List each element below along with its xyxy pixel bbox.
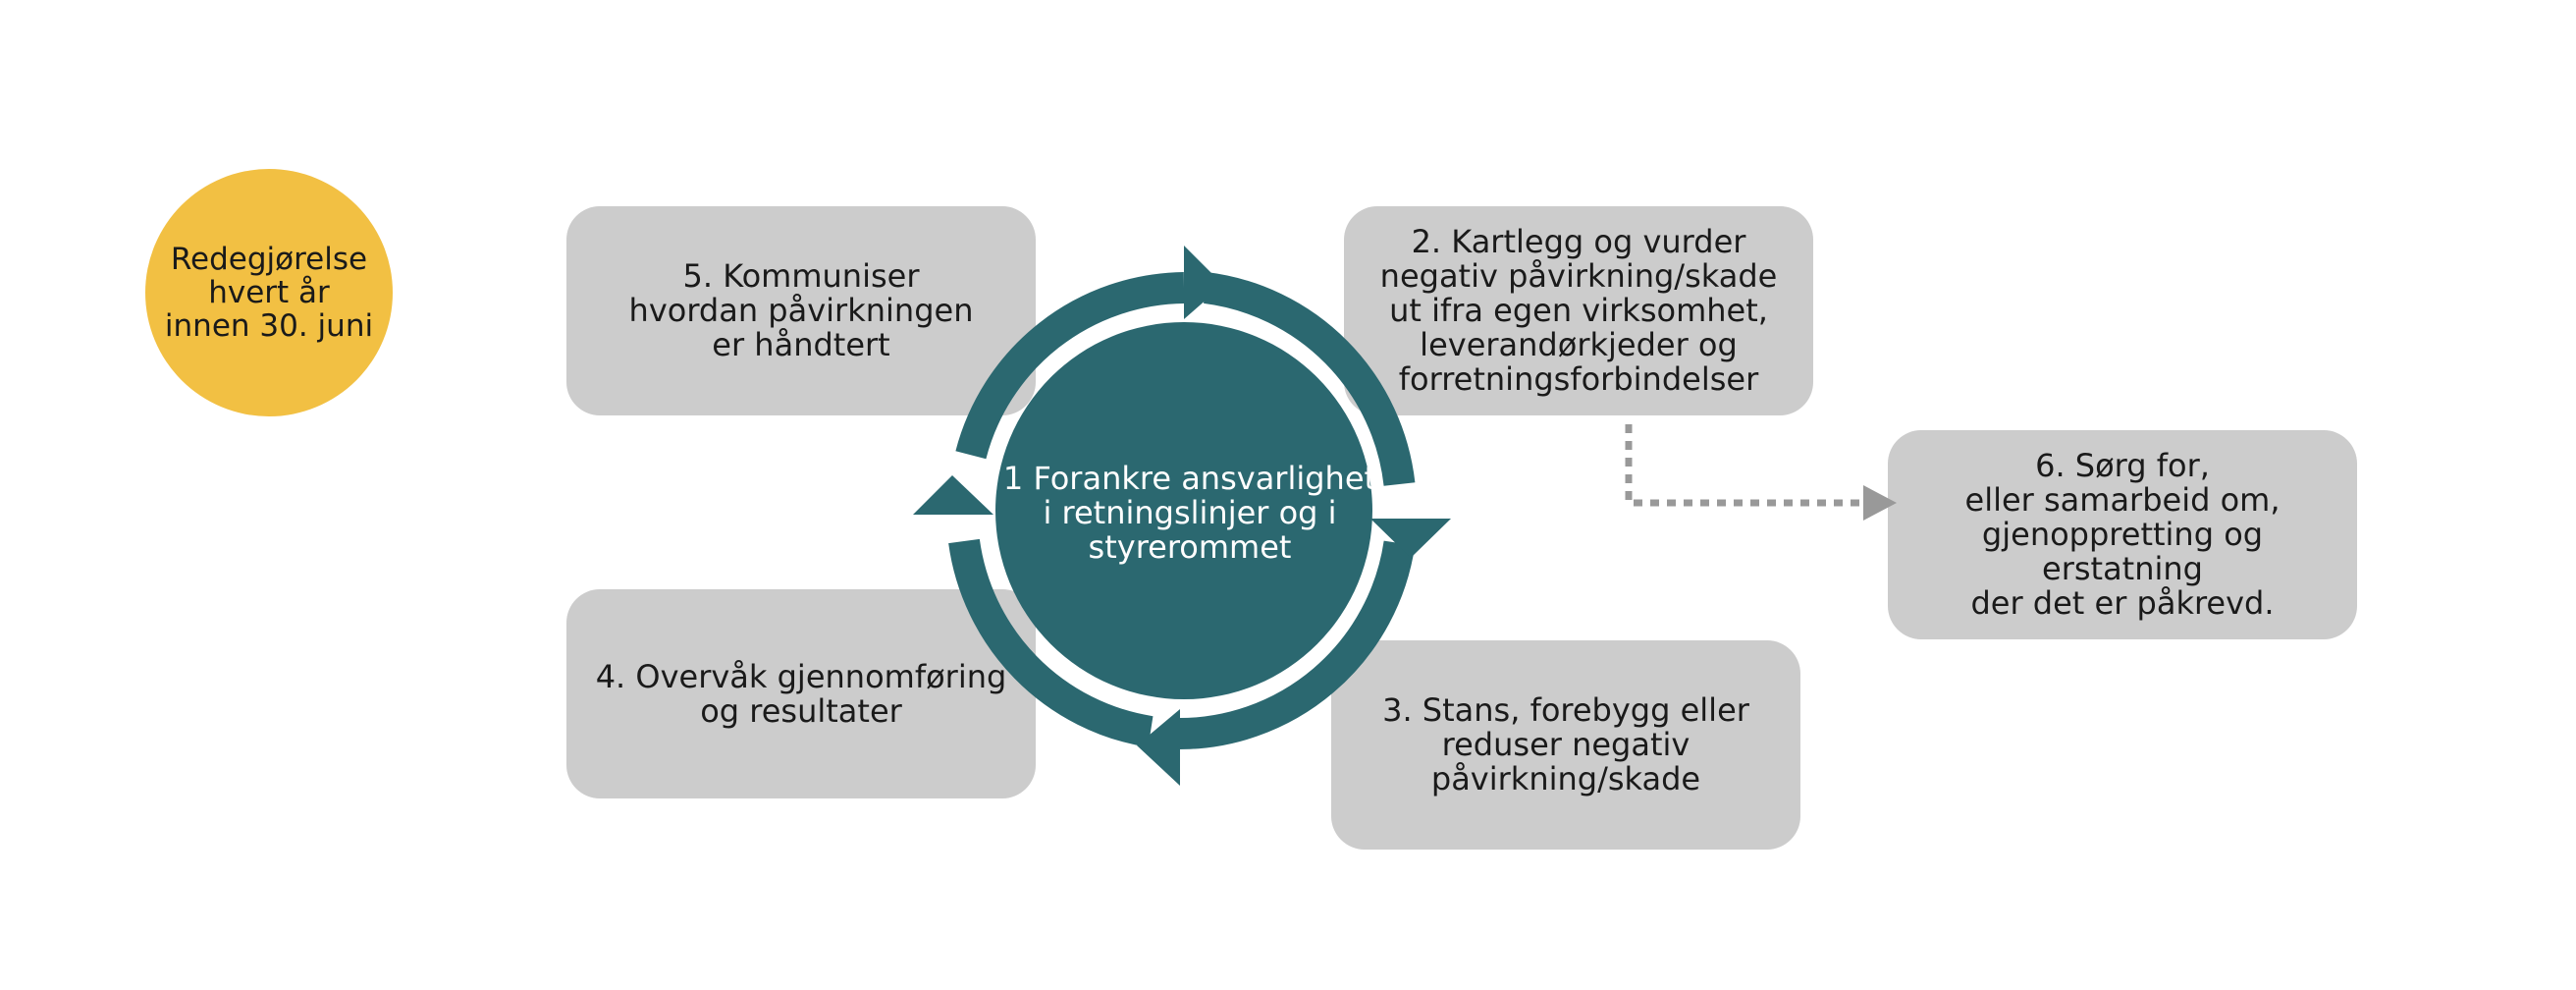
- badge-text: Redegjørelse hvert år innen 30. juni: [164, 242, 374, 344]
- center-circle: [995, 322, 1372, 699]
- step-5-box: 5. Kommuniser hvordan påvirkningen er hå…: [566, 206, 1036, 415]
- step-3-text: 3. Stans, forebygg eller reduser negativ…: [1382, 691, 1749, 798]
- cycle-arrowhead-left: [913, 475, 993, 515]
- step-6-box: 6. Sørg for, eller samarbeid om, gjenopp…: [1888, 430, 2357, 639]
- cycle-arrowhead-top: [1184, 246, 1223, 319]
- connector-arrowhead: [1863, 485, 1897, 521]
- step-2-box: 2. Kartlegg og vurder negativ påvirkning…: [1344, 206, 1813, 415]
- step-5-text: 5. Kommuniser hvordan påvirkningen er hå…: [628, 257, 974, 363]
- connector-line: [1625, 424, 1867, 507]
- cycle-arrowhead-right: [1370, 519, 1451, 558]
- step-2-text: 2. Kartlegg og vurder negativ påvirkning…: [1379, 223, 1778, 398]
- step-4-box: 4. Overvåk gjennomføring og resultater: [566, 589, 1036, 798]
- center-label: 1 Forankre ansvarlighet i retningslinjer…: [993, 444, 1386, 581]
- step-6-text: 6. Sørg for, eller samarbeid om, gjenopp…: [1964, 447, 2281, 622]
- cycle-arc-3: [1175, 540, 1416, 750]
- center-text: 1 Forankre ansvarlighet i retningslinjer…: [1002, 459, 1377, 566]
- dotted-arrow-icon: [1625, 424, 1897, 521]
- cycle-arc-4: [948, 538, 1154, 747]
- cycle-arc-1: [955, 272, 1185, 460]
- step-4-text: 4. Overvåk gjennomføring og resultater: [595, 657, 1007, 730]
- cycle-arc-2: [1203, 272, 1416, 486]
- step-3-box: 3. Stans, forebygg eller reduser negativ…: [1331, 640, 1800, 850]
- annual-report-badge: Redegjørelse hvert år innen 30. juni: [145, 169, 393, 416]
- cycle-arrowhead-bottom: [1137, 709, 1180, 786]
